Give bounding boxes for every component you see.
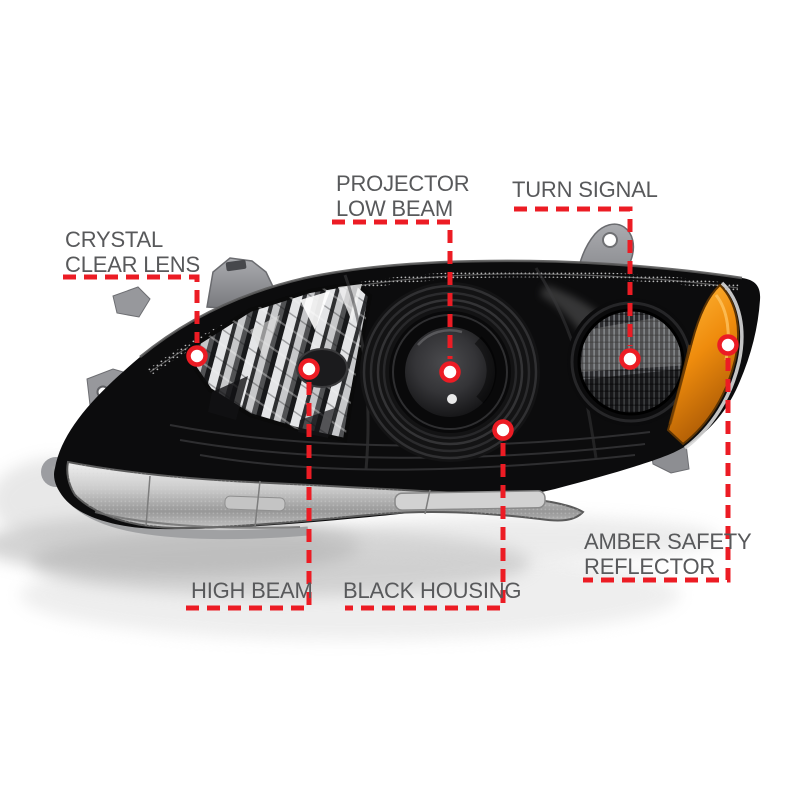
marker-projector-low-beam (439, 361, 461, 383)
high-beam-reflector-facets (187, 280, 373, 443)
amber-safety-reflector (666, 281, 744, 450)
chrome-trim-strip (66, 460, 585, 530)
label-crystal-clear-lens: CRYSTAL CLEAR LENS (65, 227, 200, 277)
marker-crystal-clear-lens (186, 345, 208, 367)
callout-line-amber-safety-reflector (583, 358, 731, 583)
marker-turn-signal (619, 348, 641, 370)
label-line: AMBER SAFETY (584, 529, 752, 554)
callout-line-projector-low-beam (332, 219, 453, 359)
callout-line-black-housing (345, 443, 506, 611)
callout-lines (63, 206, 731, 611)
label-line: LOW BEAM (336, 196, 453, 221)
label-black-housing: BLACK HOUSING (343, 578, 522, 603)
label-line: PROJECTOR (336, 171, 470, 196)
lens-top-rim (139, 259, 743, 358)
marker-high-beam (298, 358, 320, 380)
label-line: BLACK HOUSING (343, 578, 522, 603)
label-line: REFLECTOR (584, 554, 716, 579)
label-high-beam: HIGH BEAM (191, 578, 313, 603)
label-turn-signal: TURN SIGNAL (512, 177, 658, 202)
label-line: TURN SIGNAL (512, 177, 658, 202)
reflection-shadow (0, 458, 720, 640)
callout-line-turn-signal (514, 206, 633, 346)
marker-amber-safety-reflector (717, 334, 739, 356)
label-line: CLEAR LENS (65, 252, 200, 277)
callout-markers (186, 334, 739, 441)
mounting-tab-left-upper (112, 286, 151, 318)
label-line: CRYSTAL (65, 227, 164, 252)
label-line: HIGH BEAM (191, 578, 313, 603)
label-projector-low-beam: PROJECTOR LOW BEAM (336, 171, 470, 221)
callout-line-high-beam (186, 382, 312, 611)
amber-chrome-trim (683, 281, 744, 450)
callout-line-crystal-clear-lens (63, 274, 200, 343)
marker-black-housing (492, 419, 514, 441)
label-amber-safety-reflector: AMBER SAFETY REFLECTOR (584, 529, 752, 579)
lens-highlight (447, 394, 457, 404)
